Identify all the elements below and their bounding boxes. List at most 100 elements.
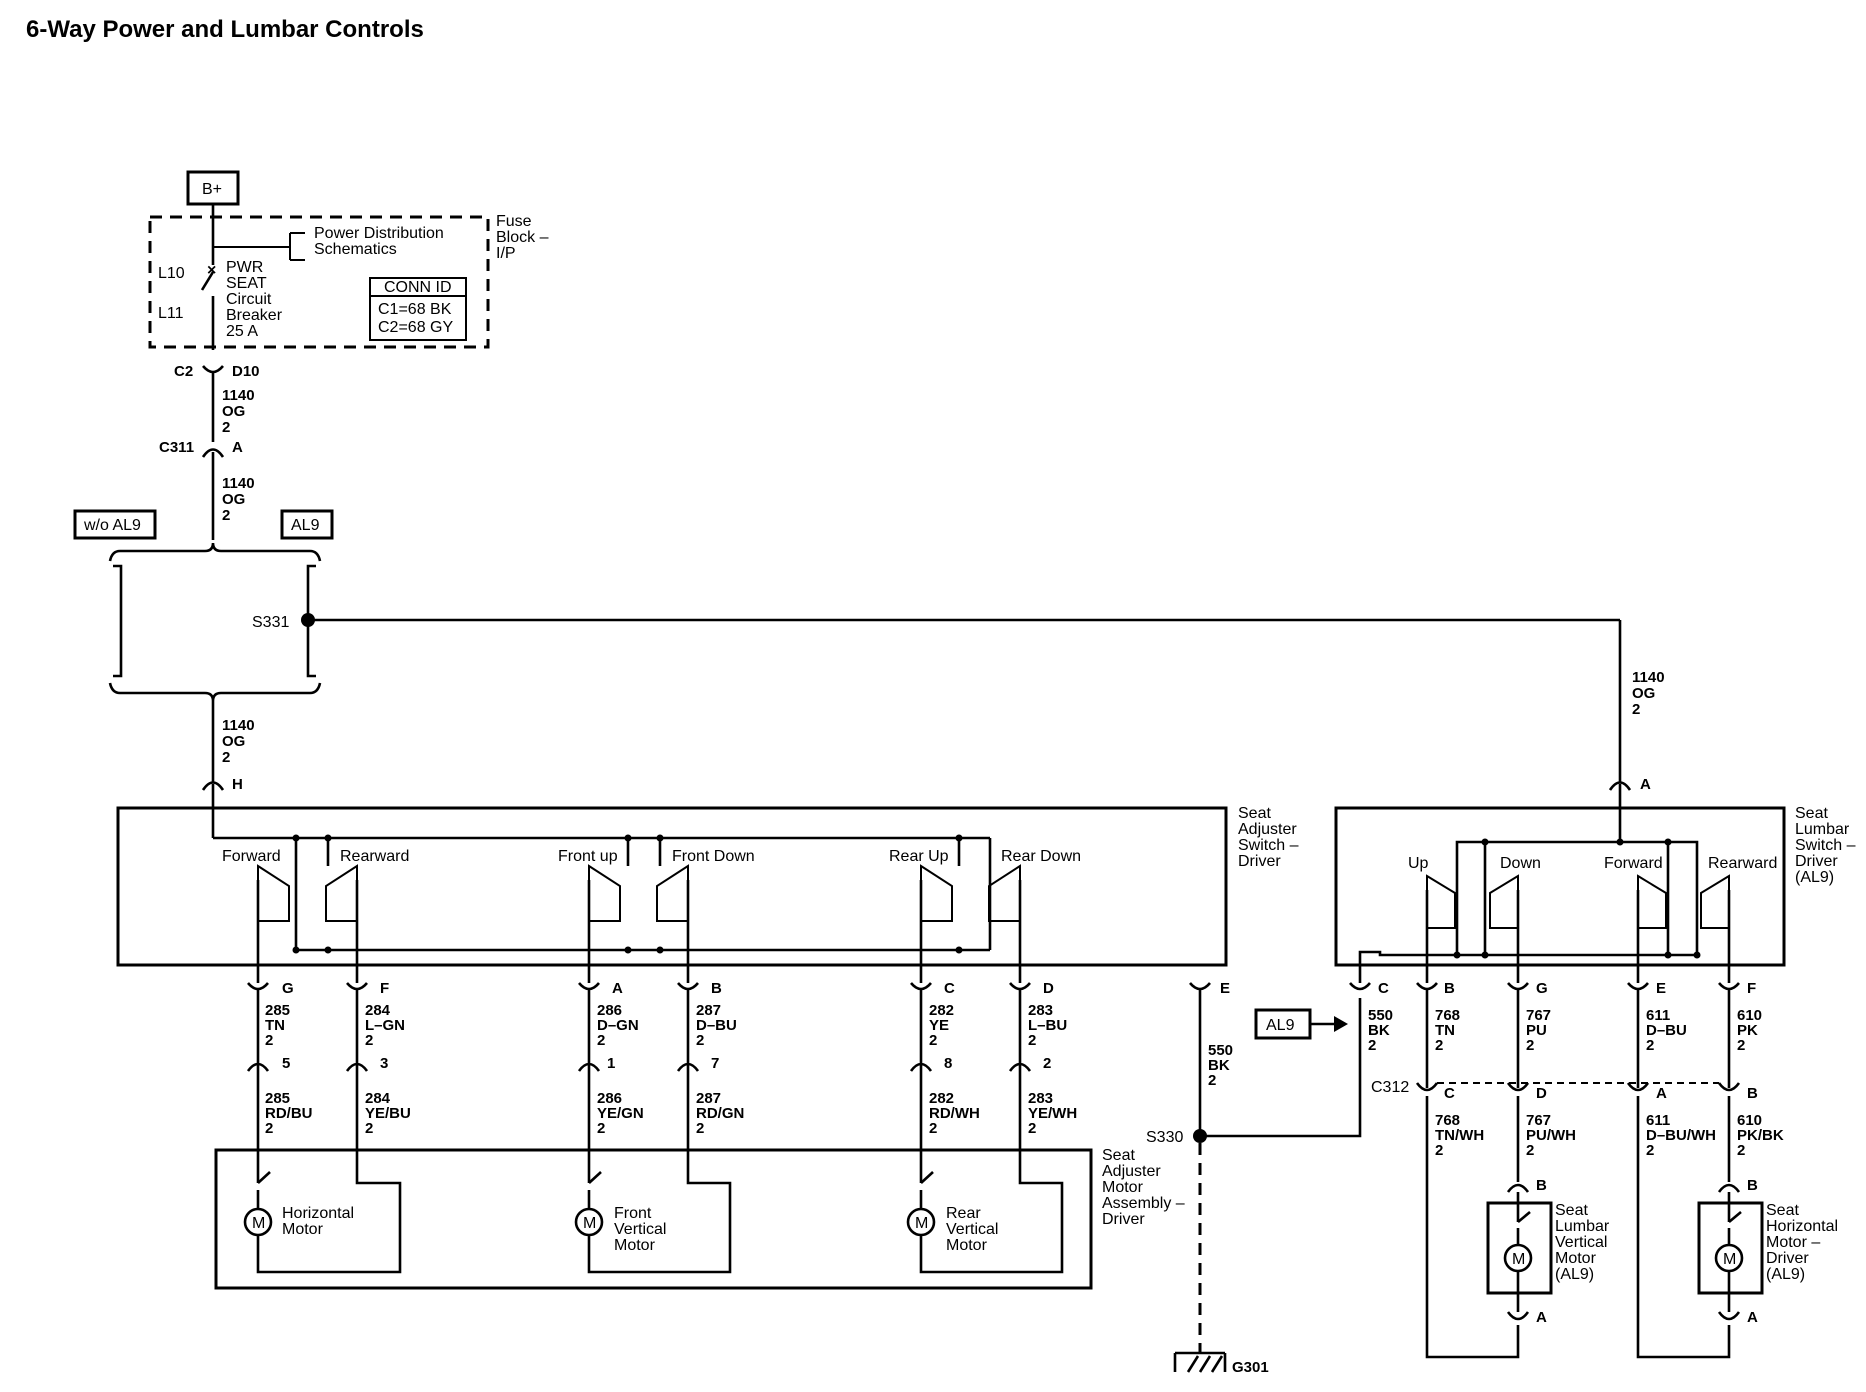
wo-al9-box (73, 509, 157, 540)
wires-lower (256, 1066, 1022, 1183)
al9-arrow-icon (1334, 1016, 1348, 1032)
svg-text:Lumbar: Lumbar (1555, 1218, 1610, 1235)
svg-text:Driver: Driver (1766, 1250, 1809, 1267)
svg-text:Lumbar: Lumbar (1795, 821, 1850, 838)
svg-text:D–BU/WH: D–BU/WH (1646, 1127, 1716, 1144)
page-title: 6-Way Power and Lumbar Controls (26, 16, 424, 43)
svg-text:2: 2 (1737, 1037, 1745, 1054)
svg-text:Block –: Block – (496, 229, 549, 246)
svg-text:2: 2 (696, 1120, 704, 1137)
svg-text:Motor: Motor (946, 1237, 988, 1254)
svg-text:Switch –: Switch – (1795, 837, 1856, 854)
mid-pin-1: 1 (607, 1055, 615, 1072)
svg-text:Driver: Driver (1795, 853, 1838, 870)
rear-vertical-motor: M Rear Vertical Motor (906, 1150, 1064, 1274)
lumbar-pin-e: E (1656, 980, 1666, 997)
svg-text:282: 282 (929, 1002, 954, 1019)
mid-pin-5: 5 (282, 1055, 290, 1072)
battery-label: B+ (202, 181, 222, 198)
splice-s331 (301, 613, 315, 627)
pin-c: C (944, 980, 955, 997)
svg-text:M: M (1723, 1251, 1736, 1268)
al9-box (280, 509, 334, 540)
svg-text:283: 283 (1028, 1002, 1053, 1019)
svg-text:Adjuster: Adjuster (1102, 1163, 1161, 1180)
seat-adjuster-motor-assembly (214, 1148, 1093, 1290)
svg-text:D–GN: D–GN (597, 1017, 639, 1034)
l10-label: L10 (158, 265, 185, 282)
circuit-breaker-label: PWR SEAT Circuit Breaker 25 A (226, 259, 283, 340)
svg-text:768: 768 (1435, 1007, 1460, 1024)
svg-text:YE/GN: YE/GN (597, 1105, 644, 1122)
switch-label-rearward: Rearward (340, 848, 409, 865)
c2-label: C2 (174, 363, 193, 380)
svg-text:L–GN: L–GN (365, 1017, 405, 1034)
svg-text:Horizontal: Horizontal (282, 1205, 354, 1222)
lumbar-vertical-motor: B M A (1486, 1177, 1553, 1326)
svg-text:PK/BK: PK/BK (1737, 1127, 1784, 1144)
c312-pin-b: B (1747, 1085, 1758, 1102)
svg-text:Seat: Seat (1238, 805, 1271, 822)
svg-text:M: M (252, 1215, 265, 1232)
svg-text:610: 610 (1737, 1112, 1762, 1129)
svg-text:550: 550 (1368, 1007, 1393, 1024)
svg-text:RD/GN: RD/GN (696, 1105, 744, 1122)
svg-text:282: 282 (929, 1090, 954, 1107)
svg-text:286: 286 (597, 1090, 622, 1107)
svg-text:Motor: Motor (1102, 1179, 1144, 1196)
svg-text:2: 2 (1435, 1142, 1443, 1159)
svg-text:Front: Front (614, 1205, 652, 1222)
svg-text:284: 284 (365, 1090, 391, 1107)
lumbar-pin-c: C (1378, 980, 1389, 997)
wo-al9-branch (113, 564, 123, 678)
wire-1140-right: 1140 OG 2 (1632, 669, 1665, 718)
svg-text:Schematics: Schematics (314, 241, 397, 258)
c312-pin-c: C (1444, 1085, 1455, 1102)
switch-label-rear-down: Rear Down (1001, 848, 1081, 865)
svg-text:A: A (1536, 1309, 1547, 1326)
svg-text:Vertical: Vertical (1555, 1234, 1607, 1251)
svg-text:Motor: Motor (1555, 1250, 1597, 1267)
switch-label-front-up: Front up (558, 848, 618, 865)
svg-text:2: 2 (696, 1032, 704, 1049)
svg-text:2: 2 (597, 1032, 605, 1049)
lumbar-pin-b: B (1444, 980, 1455, 997)
svg-text:B: B (1747, 1177, 1758, 1194)
svg-text:25 A: 25 A (226, 323, 258, 340)
svg-text:M: M (583, 1215, 596, 1232)
pin-e: E (1220, 980, 1230, 997)
pin-b: B (711, 980, 722, 997)
svg-text:OG: OG (222, 491, 245, 508)
front-vertical-motor: M Front Vertical Motor (574, 1150, 732, 1274)
mid-connector-pins (246, 1062, 1032, 1072)
svg-text:2: 2 (1632, 701, 1640, 718)
lumbar-wire-labels-lower: 768 TN/WH 2 767 PU/WH 2 611 D–BU/WH 2 61… (1435, 1112, 1784, 1159)
svg-text:(AL9): (AL9) (1795, 869, 1834, 886)
svg-text:L–BU: L–BU (1028, 1017, 1067, 1034)
switch-outputs (256, 880, 1022, 983)
switch-contacts (257, 864, 1021, 922)
lumbar-switch-contacts (1426, 874, 1730, 929)
svg-text:BK: BK (1368, 1022, 1390, 1039)
svg-text:PU/WH: PU/WH (1526, 1127, 1576, 1144)
svg-text:Motor –: Motor – (1766, 1234, 1820, 1251)
svg-text:C2=68 GY: C2=68 GY (378, 319, 453, 336)
al9-arrow-label: AL9 (1266, 1017, 1295, 1034)
svg-text:287: 287 (696, 1090, 721, 1107)
svg-text:Seat: Seat (1102, 1147, 1135, 1164)
svg-text:TN: TN (265, 1017, 285, 1034)
svg-text:610: 610 (1737, 1007, 1762, 1024)
lumbar-horizontal-motor-label: Seat Horizontal Motor – Driver (AL9) (1766, 1202, 1838, 1283)
lumbar-pin-a: A (1640, 776, 1651, 793)
svg-text:2: 2 (929, 1032, 937, 1049)
c312-pins (1415, 1082, 1741, 1092)
lumbar-label-up: Up (1408, 855, 1429, 872)
svg-text:1140: 1140 (222, 717, 255, 734)
svg-text:550: 550 (1208, 1042, 1233, 1059)
switch-label-forward: Forward (222, 848, 281, 865)
wo-al9-label: w/o AL9 (83, 517, 141, 534)
svg-text:2: 2 (1435, 1037, 1443, 1054)
s330-label: S330 (1146, 1129, 1183, 1146)
svg-text:1140: 1140 (222, 387, 255, 404)
lumbar-wires-upper (1425, 989, 1731, 1088)
